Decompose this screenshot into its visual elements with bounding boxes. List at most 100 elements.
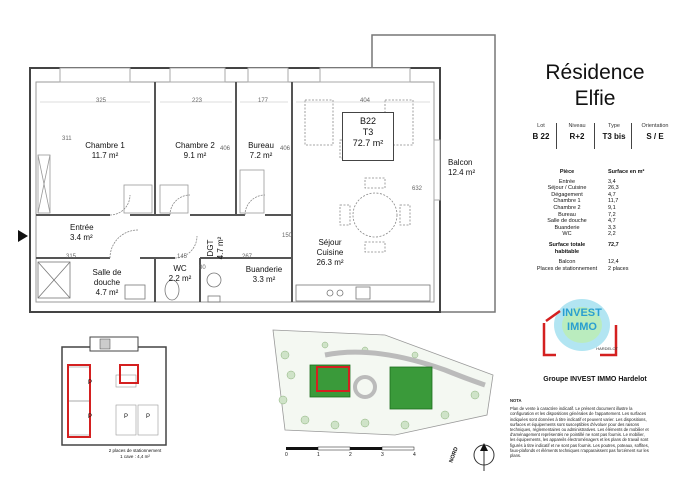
dim-label: 325 (96, 98, 107, 104)
room-name: Buanderie (245, 265, 283, 274)
north-arrow-icon (473, 443, 495, 471)
room-area: 12.4 m² (448, 168, 476, 177)
scale-tick: 4 (413, 452, 416, 458)
parking-slot: P (88, 380, 93, 386)
room-name: douche (93, 278, 121, 287)
residence-title: Résidence Elfie (515, 60, 675, 112)
room-wc: WC 2.2 m² (160, 264, 200, 284)
dim-label: 150 (282, 233, 293, 239)
interior-walls (36, 82, 293, 302)
dim-label: 223 (192, 98, 203, 104)
dim-label: 267 (242, 254, 253, 260)
dim-label: 632 (412, 186, 423, 192)
room-name: Bureau (248, 141, 274, 150)
spec-label: Type (608, 123, 620, 129)
spec-col-lot: Lot B 22 (527, 123, 555, 141)
spec-col-orientation: Orientation S / E (633, 123, 677, 141)
nota-text: Plan de vente à caractère indicatif. Le … (510, 406, 649, 459)
logo-line1: INVEST (562, 307, 602, 319)
spec-divider (594, 123, 595, 149)
room-name: Salle de (92, 268, 122, 277)
dim-label: 311 (62, 136, 72, 142)
scale-bar (286, 446, 415, 451)
room-name: Entrée (70, 223, 94, 232)
surface-header-area: Surface en m² (608, 169, 645, 175)
spec-value: B 22 (532, 132, 550, 141)
room-area: 9.1 m² (183, 151, 207, 160)
spec-label: Niveau (568, 123, 586, 129)
highlighted-building (316, 366, 350, 392)
logo-line2: IMMO (567, 321, 597, 333)
parking-caption-line: 1 cave : 4,4 m² (120, 453, 150, 459)
windows (59, 67, 441, 201)
scale-tick: 2 (349, 452, 352, 458)
parking-caption-line: 2 places de stationnement (108, 448, 162, 453)
floor-plan (18, 34, 496, 313)
room-area: 2.2 m² (168, 274, 192, 283)
room-dgt: DGT 4.7 m² (206, 228, 226, 268)
logo-line3: HARDELOT (596, 346, 618, 351)
room-chambre2: Chambre 2 9.1 m² (160, 141, 230, 161)
spec-value: R+2 (569, 132, 585, 141)
site-plan (272, 329, 494, 436)
parking-caption: 2 places de stationnement 1 cave : 4,4 m… (80, 448, 190, 459)
invest-immo-logo: INVEST IMMO HARDELOT (540, 295, 620, 363)
room-area: 3.3 m² (252, 275, 276, 284)
surface-header: Pièce Surface en m² (536, 169, 648, 176)
room-area: 11.7 m² (91, 151, 119, 160)
spec-value: S / E (646, 132, 664, 141)
unit-area: 72.7 m² (352, 138, 384, 148)
dim-label: 80 (199, 265, 206, 271)
unit-type: T3 (362, 127, 374, 137)
room-name: Balcon (448, 158, 473, 167)
spec-divider (631, 123, 632, 149)
closets (37, 154, 265, 214)
room-area: 7.2 m² (249, 151, 273, 160)
bathroom-fixtures (37, 261, 222, 303)
room-area: 3.4 m² (70, 233, 93, 242)
residence-title-line: Résidence (545, 61, 645, 84)
residence-title-line: Elfie (574, 87, 616, 110)
scale-tick: 3 (381, 452, 384, 458)
room-buanderie: Buanderie 3.3 m² (236, 265, 292, 285)
room-area: 4.7 m² (216, 236, 225, 260)
highlighted-parking (67, 364, 91, 438)
dim-label: 406 (220, 146, 231, 152)
scale-tick: 1 (317, 452, 320, 458)
spec-col-type: Type T3 bis (597, 123, 631, 141)
parking-plan (61, 336, 167, 446)
room-area: 26.3 m² (316, 258, 344, 267)
highlighted-cave (119, 364, 139, 384)
room-name: WC (173, 264, 187, 273)
room-salle-de-douche: Salle de douche 4.7 m² (82, 268, 132, 298)
nota-title: NOTA (510, 398, 522, 403)
dim-label: 404 (360, 98, 371, 104)
dim-label: 177 (258, 98, 269, 104)
parking-slot: P (146, 414, 151, 420)
room-name: DGT (206, 239, 215, 257)
room-name: Chambre 1 (85, 141, 125, 150)
room-area: 4.7 m² (95, 288, 119, 297)
dim-label: 145 (177, 254, 188, 260)
room-balcon: Balcon 12.4 m² (448, 158, 498, 178)
room-name: Cuisine (316, 248, 344, 257)
nota-block: NOTA Plan de vente à caractère indicatif… (510, 398, 650, 458)
room-sejour-cuisine: Séjour Cuisine 26.3 m² (305, 238, 355, 268)
spec-label: Lot (537, 123, 545, 129)
spec-divider (556, 123, 557, 149)
kitchen-counter (295, 284, 431, 302)
room-bureau: Bureau 7.2 m² (236, 141, 286, 161)
room-name: Chambre 2 (175, 141, 215, 150)
logo-graphic (542, 299, 618, 357)
surface-header-room: Pièce (559, 169, 575, 175)
